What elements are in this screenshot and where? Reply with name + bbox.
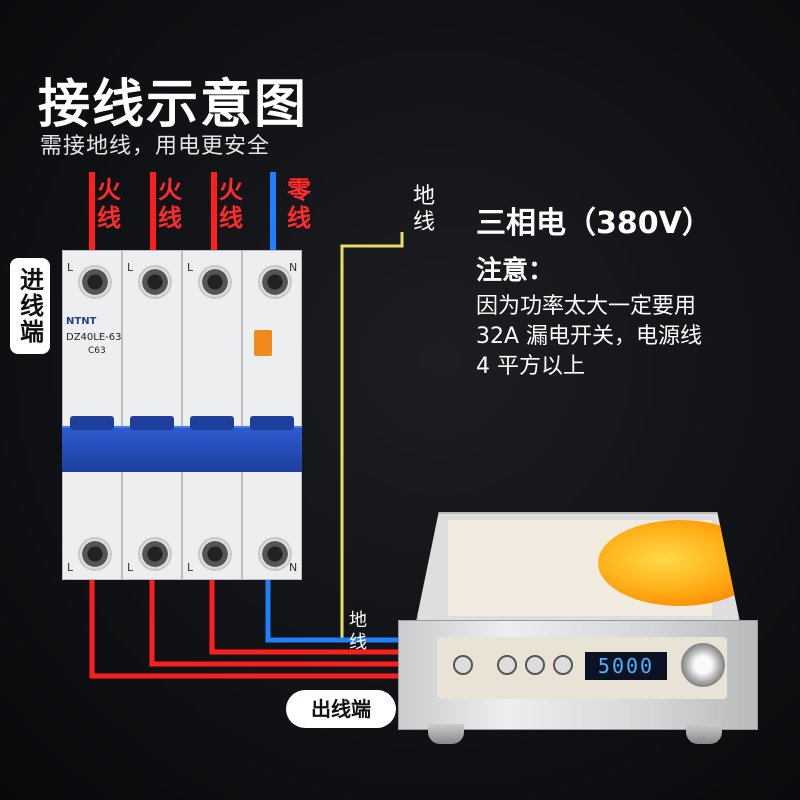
terminal-screw: [258, 265, 292, 299]
cooker-foot: [686, 724, 722, 744]
handle-slot: [130, 416, 174, 430]
terminal-screw: [138, 265, 172, 299]
terminal-screw: [138, 537, 172, 571]
terminal-screw: [78, 537, 112, 571]
terminal-screw: [78, 265, 112, 299]
wire-label-live-1: 火线: [97, 176, 121, 232]
pole-letter: L: [127, 561, 134, 574]
power-info-title: 三相电（380V）: [476, 206, 712, 241]
breaker-handle-bar: [62, 416, 302, 472]
breaker-model: DZ40LE-63: [66, 332, 122, 343]
cooker-top: [416, 512, 740, 622]
ground-wire: [340, 232, 404, 642]
handle-slot: [250, 416, 294, 430]
power-button: [453, 655, 473, 675]
leakage-circuit-breaker: L L L L L L N N NTNT DZ40LE-63 C63: [62, 250, 302, 580]
pole-letter: N: [289, 561, 298, 574]
ground-wire-label-bottom: 地线: [349, 610, 367, 653]
outlet-label: 出线端: [286, 690, 396, 728]
terminal-screw: [258, 537, 292, 571]
pole-letter: L: [67, 561, 74, 574]
note-heading: 注意：: [476, 256, 555, 286]
pole-letter: L: [187, 561, 194, 574]
cooker-foot: [428, 724, 464, 744]
pole-letter: L: [127, 261, 134, 274]
pole-letter: L: [187, 261, 194, 274]
handle-slot: [190, 416, 234, 430]
pole-letter: L: [67, 261, 74, 274]
diagram-subtitle: 需接地线，用电更安全: [40, 134, 271, 159]
handle-slot: [70, 416, 114, 430]
diagram-title: 接线示意图: [38, 75, 309, 135]
control-button: [525, 655, 545, 675]
live-wire-1-bottom: [89, 575, 402, 679]
power-display: 5000: [585, 652, 667, 680]
test-button: [254, 330, 272, 356]
wire-label-neutral: 零线: [287, 176, 311, 232]
breaker-pole: L L: [122, 250, 182, 580]
breaker-pole: N N: [242, 250, 302, 580]
breaker-rating: C63: [88, 346, 106, 356]
breaker-pole: L L: [62, 250, 122, 580]
note-line: 32A 漏电开关，电源线: [476, 324, 703, 349]
live-wire-3-bottom: [209, 575, 402, 655]
inlet-label: 进线端: [10, 258, 50, 354]
timer-button: [553, 655, 573, 675]
terminal-screw: [198, 265, 232, 299]
control-button: [497, 655, 517, 675]
terminal-screw: [198, 537, 232, 571]
note-line: 4 平方以上: [476, 354, 585, 379]
control-panel: 5000: [437, 637, 727, 699]
neutral-wire-bottom: [265, 575, 402, 643]
note-line: 因为功率太大一定要用: [476, 294, 697, 319]
pole-letter: N: [289, 261, 298, 274]
ground-wire-label-top: 地线: [412, 184, 435, 235]
breaker-pole: L L: [182, 250, 242, 580]
breaker-brand: NTNT: [66, 316, 97, 327]
cooker-front-panel: 5000: [398, 620, 758, 730]
power-knob: [681, 643, 725, 687]
cooktop-glass: [448, 520, 740, 616]
wire-label-live-3: 火线: [219, 176, 243, 232]
wire-label-live-2: 火线: [158, 176, 182, 232]
live-wire-2-bottom: [149, 575, 402, 667]
heating-coil: [598, 520, 740, 606]
induction-cooker: 5000: [398, 512, 758, 744]
